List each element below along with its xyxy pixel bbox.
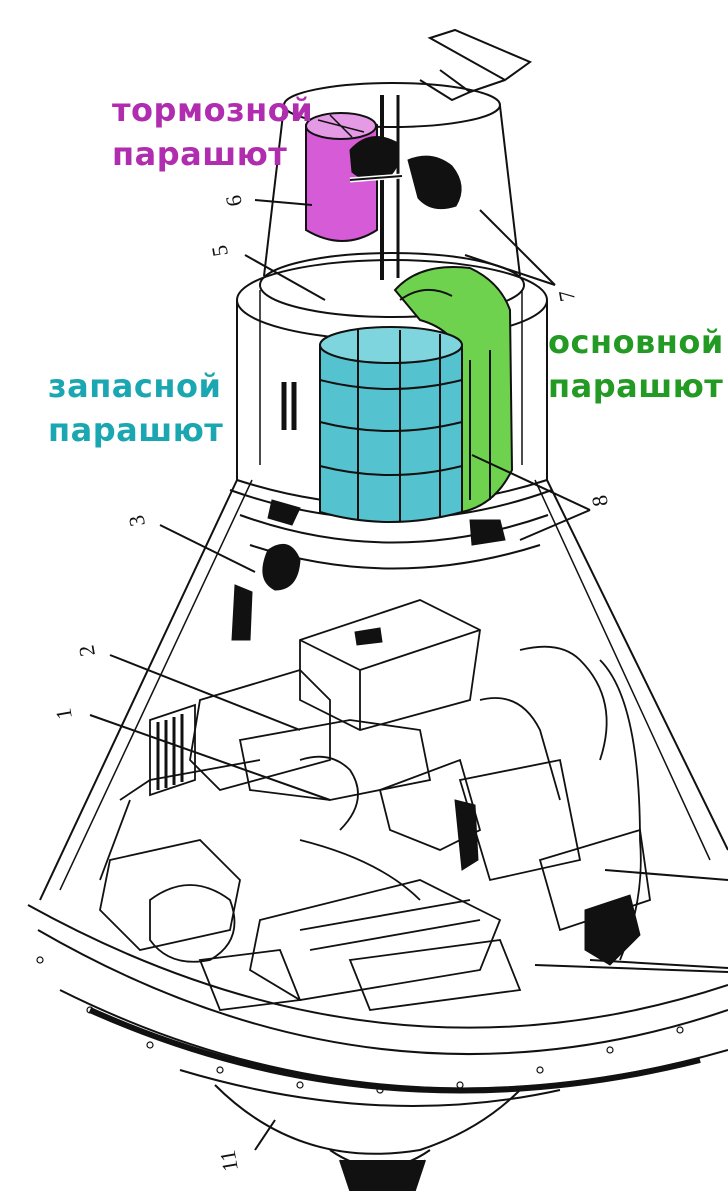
reserve-parachute xyxy=(320,327,462,522)
antenna xyxy=(420,30,530,100)
main-parachute-label: основной парашют xyxy=(548,320,724,408)
callout-3: 3 xyxy=(123,513,150,528)
callout-6: 6 xyxy=(220,193,247,208)
callout-5: 5 xyxy=(206,243,233,258)
callout-1: 1 xyxy=(50,706,77,721)
callout-11: 11 xyxy=(215,1148,243,1173)
main-label-line1: основной xyxy=(548,323,724,361)
reserve-parachute-label: запасной парашют xyxy=(48,364,223,452)
interior-dark-parts xyxy=(232,585,640,965)
main-label-line2: парашют xyxy=(548,367,724,405)
release-mechanism xyxy=(350,137,461,209)
base-rivets xyxy=(37,957,683,1093)
leader-lines xyxy=(90,200,728,1150)
interior-equipment xyxy=(100,600,650,1010)
callout-8: 8 xyxy=(586,493,613,508)
drogue-parachute-label: тормозной парашют xyxy=(112,88,313,176)
callout-2: 2 xyxy=(73,643,100,658)
callout-7: 7 xyxy=(553,288,580,303)
capsule-body xyxy=(28,480,728,1106)
side-fixtures xyxy=(263,382,505,590)
heat-shield-dome xyxy=(215,1085,520,1190)
callout-numbers: 1 2 3 5 6 7 8 11 xyxy=(50,193,613,1173)
reserve-label-line2: парашют xyxy=(48,411,224,449)
drogue-label-line1: тормозной xyxy=(112,91,314,129)
drogue-label-line2: парашют xyxy=(112,135,288,173)
reserve-label-line1: запасной xyxy=(48,367,222,405)
